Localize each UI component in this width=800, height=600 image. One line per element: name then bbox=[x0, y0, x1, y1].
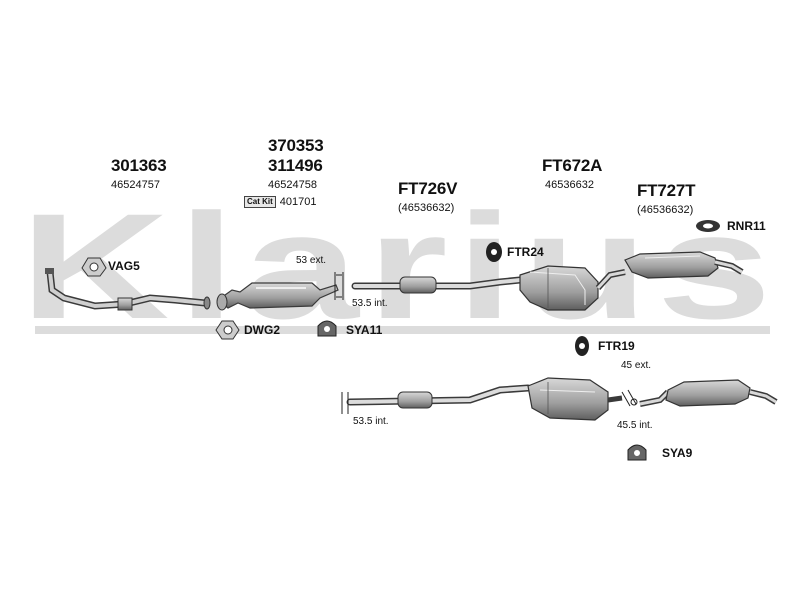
accessory-label-sya11: SYA11 bbox=[346, 323, 383, 337]
dimension-45-5-int: 45.5 int. bbox=[617, 420, 653, 431]
lower-middle-box bbox=[527, 377, 623, 421]
lower-rear-box bbox=[639, 379, 778, 407]
ftr24-rubber-icon bbox=[486, 242, 502, 262]
accessory-label-rnr11: RNR11 bbox=[727, 219, 766, 233]
sya11-hanger-icon bbox=[317, 320, 337, 337]
dimension-53-ext: 53 ext. bbox=[296, 255, 327, 266]
dimension-marks-bottom-left bbox=[341, 392, 349, 414]
accessory-label-ftr19: FTR19 bbox=[598, 339, 635, 353]
catalytic-converter bbox=[216, 282, 339, 311]
dimension-53-5-int-top: 53.5 int. bbox=[352, 298, 388, 309]
part-number-ft727t: FT727T bbox=[637, 181, 696, 200]
dimension-marks-bottom-right bbox=[621, 389, 638, 407]
part-number-ft672a: FT672A bbox=[542, 156, 603, 175]
rear-box-ft727t bbox=[624, 251, 744, 279]
part-number-ft726v: FT726V bbox=[398, 179, 458, 198]
accessory-label-sya9: SYA9 bbox=[662, 446, 693, 460]
oe-number-ft727t: (46536632) bbox=[637, 204, 694, 216]
part-number-301363: 301363 bbox=[111, 156, 167, 175]
rnr11-rubber-icon bbox=[696, 220, 720, 232]
oe-number-46524758: 46524758 bbox=[268, 179, 317, 191]
dimension-45-ext: 45 ext. bbox=[621, 360, 652, 371]
dimension-marks-top bbox=[334, 272, 344, 300]
dimension-53-5-int-bottom: 53.5 int. bbox=[353, 416, 389, 427]
accessory-label-dwg2: DWG2 bbox=[244, 323, 280, 337]
part-number-311496: 311496 bbox=[268, 156, 323, 175]
front-pipe-301363 bbox=[45, 268, 211, 311]
oe-number-ft672a: 46536632 bbox=[545, 179, 594, 191]
vag5-clamp-icon bbox=[81, 257, 107, 277]
ftr19-rubber-icon bbox=[575, 336, 589, 356]
sya9-hanger-icon bbox=[627, 444, 647, 461]
oe-number-ft726v: (46536632) bbox=[398, 202, 455, 214]
catkit-badge: Cat Kit bbox=[244, 196, 276, 208]
accessory-label-ftr24: FTR24 bbox=[507, 245, 544, 259]
catkit-number: 401701 bbox=[279, 195, 317, 208]
dwg2-gasket-icon bbox=[215, 320, 240, 340]
part-number-370353: 370353 bbox=[268, 136, 324, 155]
oe-number-46524757: 46524757 bbox=[111, 179, 160, 191]
middle-box-ft672a bbox=[519, 265, 626, 311]
lower-centre-pipe bbox=[346, 384, 532, 409]
accessory-label-vag5: VAG5 bbox=[108, 259, 140, 273]
watermark-bar bbox=[35, 326, 770, 334]
centre-pipe-ft726v bbox=[351, 276, 524, 294]
